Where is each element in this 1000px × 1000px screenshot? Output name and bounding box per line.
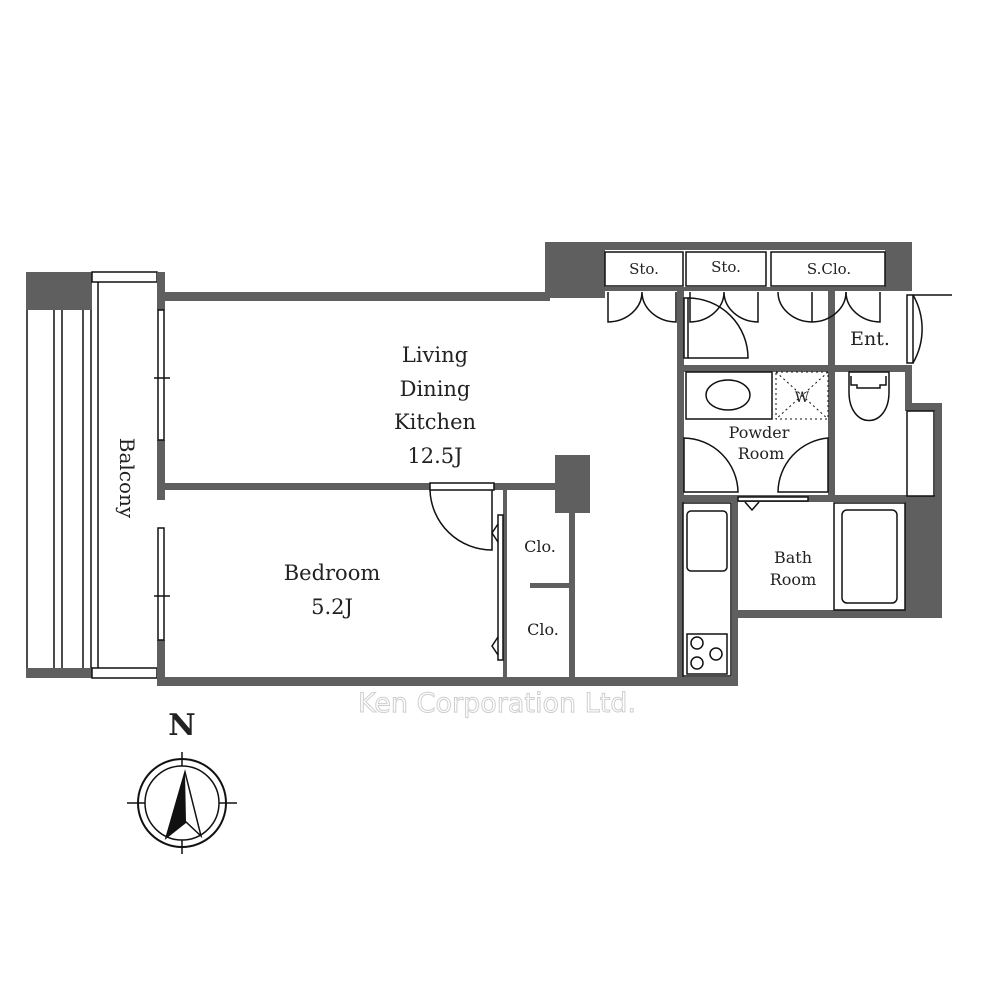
stove-burner xyxy=(690,656,704,670)
washer-label: W xyxy=(795,390,810,406)
closet-sliding-door[interactable] xyxy=(491,514,504,661)
storage-doors[interactable] xyxy=(607,291,881,323)
compass-north-label: N xyxy=(168,708,195,743)
bedroom-door[interactable] xyxy=(429,482,495,551)
balcony-windows[interactable] xyxy=(154,309,170,641)
storage-label-2: Sto. xyxy=(711,258,741,276)
balcony: Balcony xyxy=(26,271,158,679)
toilet-shelf xyxy=(906,410,935,497)
kitchen-counter xyxy=(682,502,732,677)
storage-label-1: Sto. xyxy=(629,260,659,278)
washer-space xyxy=(775,371,829,420)
bath-door[interactable] xyxy=(737,496,809,512)
bath-label-1: Bath xyxy=(774,548,812,567)
ldk-size: 12.5J xyxy=(407,444,462,468)
storage-shelves xyxy=(604,251,886,287)
toilet xyxy=(848,371,890,422)
bedroom-label: Bedroom xyxy=(284,561,381,585)
entrance-label: Ent. xyxy=(850,328,890,350)
ldk-label-2: Dining xyxy=(400,377,471,401)
ldk-label-3: Kitchen xyxy=(394,410,476,434)
stove-burner xyxy=(690,636,704,650)
bath-label-2: Room xyxy=(770,570,816,589)
compass: N xyxy=(127,708,237,854)
powder-label-2: Room xyxy=(738,444,784,463)
closet-label-1: Clo. xyxy=(524,537,556,556)
stove-burner xyxy=(709,647,723,661)
shoe-closet-label: S.Clo. xyxy=(807,260,851,278)
entrance-door[interactable] xyxy=(906,294,952,364)
hall-door[interactable] xyxy=(683,297,749,359)
powder-doors[interactable] xyxy=(683,437,829,493)
closet-label-2: Clo. xyxy=(527,620,559,639)
bathtub xyxy=(833,502,906,611)
ldk-label-1: Living xyxy=(402,343,468,367)
watermark: Ken Corporation Ltd. xyxy=(358,688,636,719)
vanity-sink xyxy=(685,371,773,420)
balcony-label: Balcony xyxy=(115,438,139,519)
powder-label-1: Powder xyxy=(729,423,790,442)
bedroom-size: 5.2J xyxy=(311,595,353,619)
